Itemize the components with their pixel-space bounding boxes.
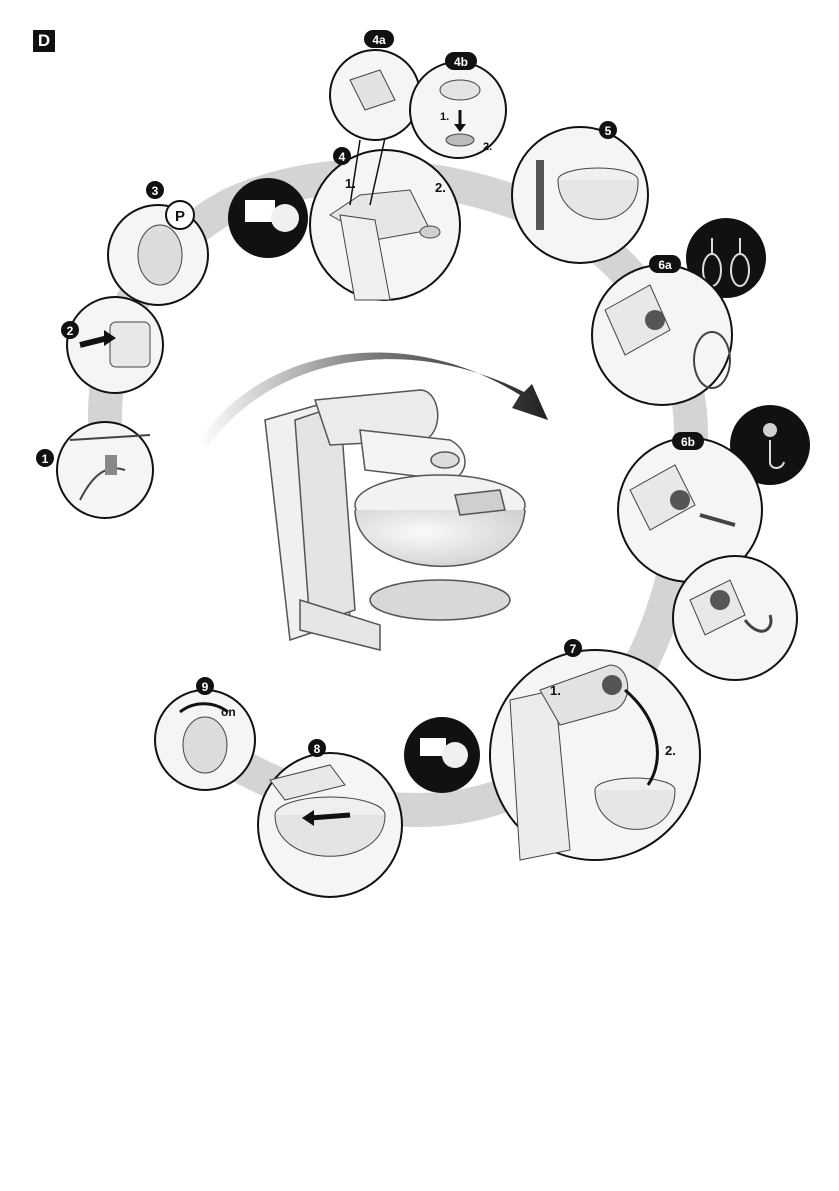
step-8: 8 [258, 739, 402, 897]
step-4b-sub1: 1. [440, 111, 449, 123]
step-4b: 1. 2. 4b [410, 52, 506, 158]
step-5: 5 [512, 121, 648, 263]
step-6a-label: 6a [658, 258, 672, 272]
food-processor-illustration [265, 390, 525, 650]
step-1-label: 1 [42, 452, 49, 466]
step-2: 2 [61, 297, 163, 393]
step-9: on 9 [155, 677, 255, 790]
step-2-label: 2 [67, 324, 74, 338]
step-6b-label: 6b [681, 435, 695, 449]
step-4-sub2: 2. [435, 180, 446, 195]
step-4b-sub2: 2. [483, 141, 492, 153]
step-9-label: 9 [202, 680, 209, 694]
step-3: P 3 [108, 181, 208, 305]
step-3-marker: P [175, 208, 185, 225]
step-3-label: 3 [152, 184, 159, 198]
step-8-label: 8 [314, 742, 321, 756]
release-lever-icon [228, 178, 308, 258]
step-4-label: 4 [339, 150, 346, 164]
step-7-sub2: 2. [665, 743, 676, 758]
step-7: 1. 2. 7 [490, 639, 700, 860]
step-6b-attach [673, 556, 797, 680]
step-5-label: 5 [605, 124, 612, 138]
step-4a-label: 4a [372, 33, 386, 47]
step-1: 1 [36, 422, 153, 518]
step-9-dial-text: on [221, 705, 236, 719]
step-4b-label: 4b [454, 55, 468, 69]
lock-lever-icon [404, 717, 480, 793]
step-7-label: 7 [570, 642, 577, 656]
step-7-sub1: 1. [550, 683, 561, 698]
